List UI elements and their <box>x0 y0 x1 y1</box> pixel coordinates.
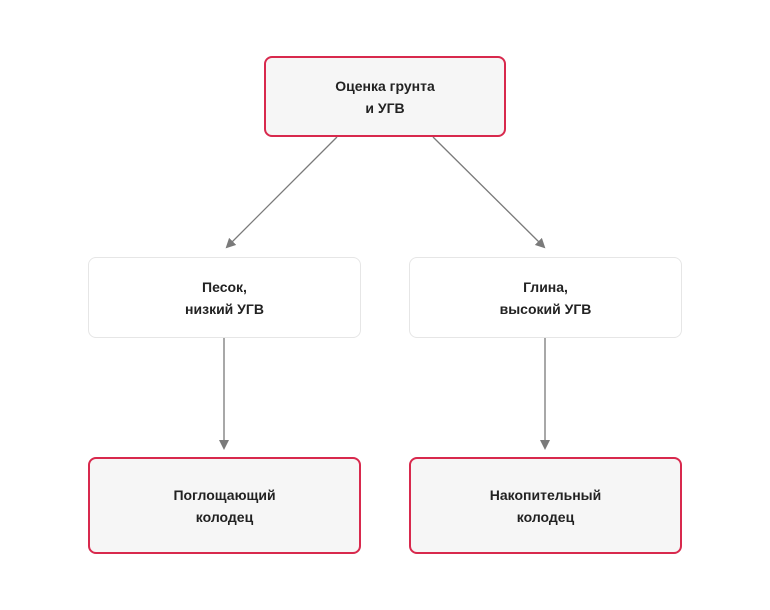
node-clay-high-gw-line1: Глина, <box>523 278 568 295</box>
edge-root-to-right <box>432 136 546 249</box>
node-storage-well: Накопительный колодец <box>409 457 682 554</box>
node-soil-assessment: Оценка грунта и УГВ <box>264 56 506 137</box>
node-clay-high-gw-line2: высокий УГВ <box>499 300 592 317</box>
node-absorption-well-line2: колодец <box>195 508 254 525</box>
node-storage-well-line2: колодец <box>516 508 575 525</box>
edge-root-to-left <box>225 136 338 249</box>
node-sand-low-gw: Песок, низкий УГВ <box>88 257 361 338</box>
node-sand-low-gw-line2: низкий УГВ <box>185 300 264 317</box>
node-soil-assessment-line1: Оценка грунта <box>335 77 435 94</box>
node-storage-well-line1: Накопительный <box>489 486 602 503</box>
node-soil-assessment-line2: и УГВ <box>365 99 405 116</box>
node-clay-high-gw: Глина, высокий УГВ <box>409 257 682 338</box>
node-absorption-well: Поглощающий колодец <box>88 457 361 554</box>
node-absorption-well-line1: Поглощающий <box>173 486 276 503</box>
node-sand-low-gw-line1: Песок, <box>202 278 247 295</box>
